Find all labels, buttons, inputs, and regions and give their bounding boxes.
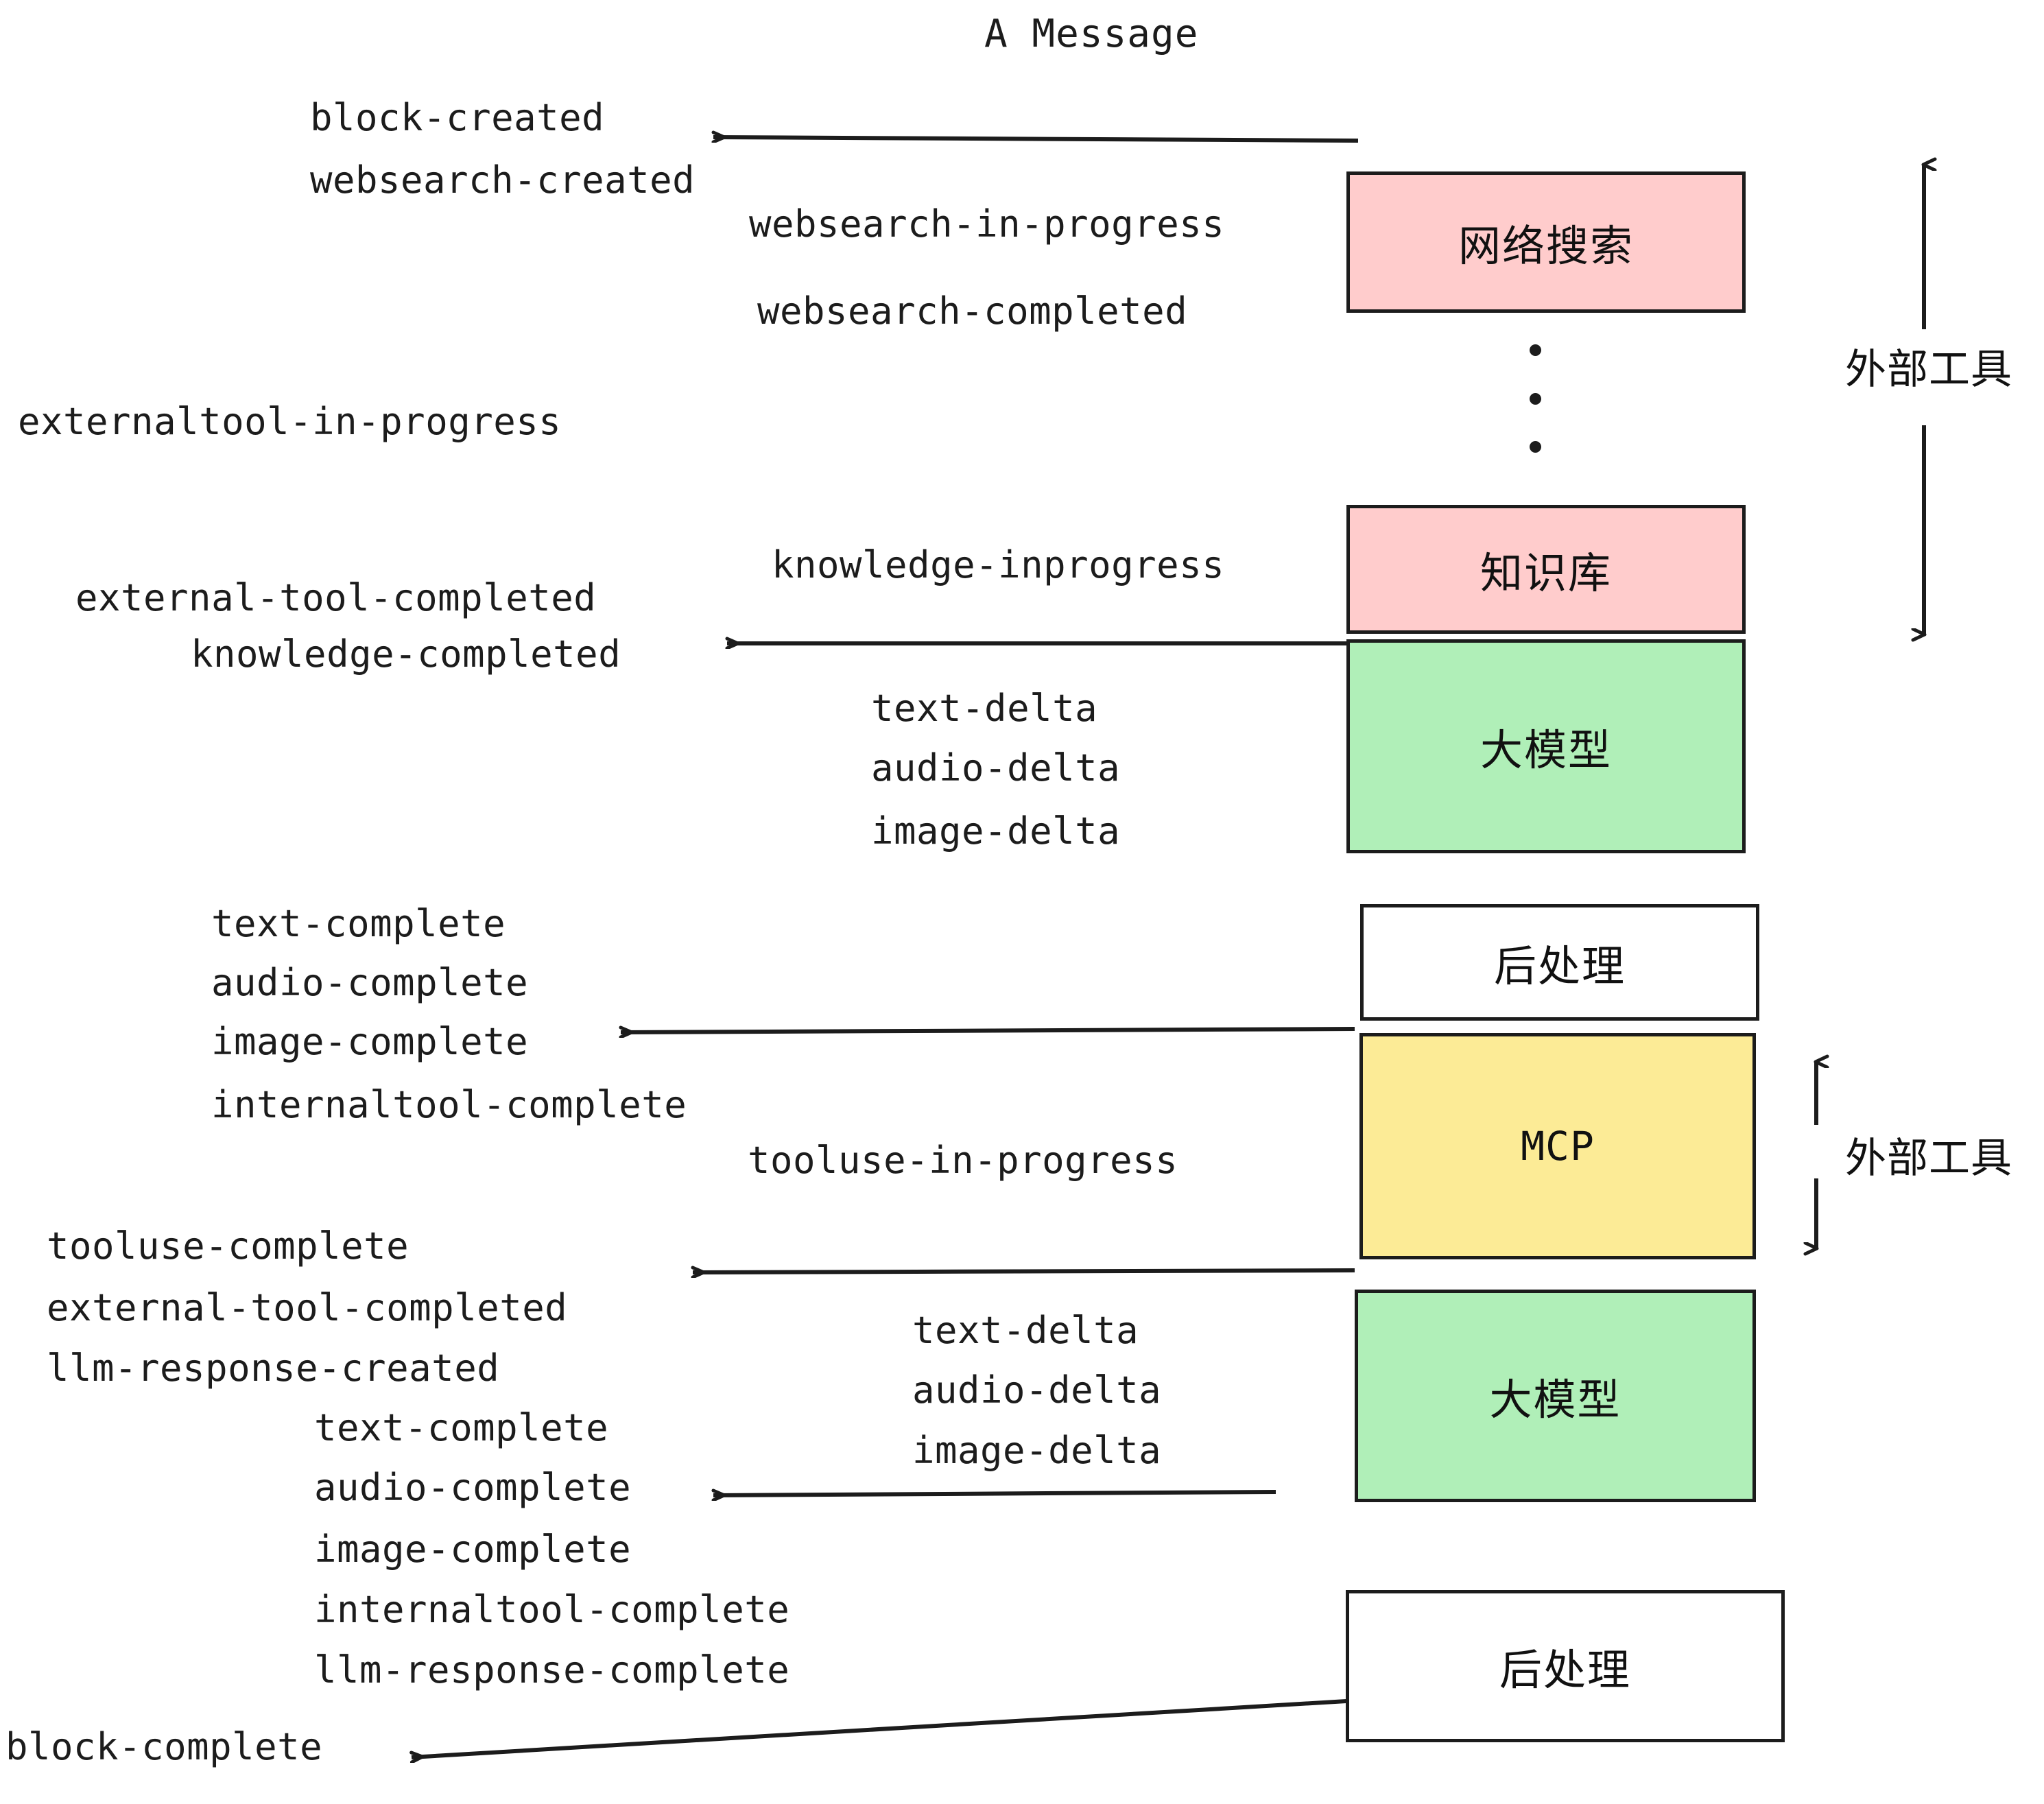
event-label-external-tool-completed-1: external-tool-completed xyxy=(75,576,597,619)
event-label-llm-response-created: llm-response-created xyxy=(47,1346,500,1390)
node-postprocess-1[interactable]: 后处理 xyxy=(1360,904,1759,1021)
event-label-image-delta-1: image-delta xyxy=(871,809,1121,853)
node-label-mcp: MCP xyxy=(1521,1123,1595,1170)
event-label-knowledge-completed: knowledge-completed xyxy=(191,632,621,676)
event-label-audio-complete-2: audio-complete xyxy=(314,1466,632,1509)
event-label-text-delta-2: text-delta xyxy=(912,1309,1139,1352)
event-label-text-complete-2: text-complete xyxy=(314,1406,609,1449)
event-label-text-complete-1: text-complete xyxy=(211,902,506,945)
event-label-external-tool-completed-2: external-tool-completed xyxy=(47,1286,568,1329)
node-label-postprocess-2: 后处理 xyxy=(1499,1645,1631,1695)
event-label-block-complete: block-complete xyxy=(5,1725,323,1768)
event-label-llm-response-complete: llm-response-complete xyxy=(314,1648,790,1692)
node-label-web-search: 网络搜索 xyxy=(1458,221,1634,271)
event-label-externaltool-in-progress: externaltool-in-progress xyxy=(18,400,562,443)
dot-3 xyxy=(1529,441,1541,453)
page-title: A Message xyxy=(984,12,1199,56)
node-label-knowledge-base: 知识库 xyxy=(1479,548,1612,598)
arrow-audio-complete-2 xyxy=(713,1492,1276,1495)
event-label-image-delta-2: image-delta xyxy=(912,1429,1162,1472)
arrow-block-complete xyxy=(412,1699,1347,1757)
event-label-internaltool-complete-1: internaltool-complete xyxy=(211,1083,687,1126)
node-label-llm-1: 大模型 xyxy=(1479,725,1612,775)
node-label-llm-2: 大模型 xyxy=(1489,1375,1621,1425)
event-label-tooluse-complete: tooluse-complete xyxy=(47,1224,409,1268)
event-label-internaltool-complete-2: internaltool-complete xyxy=(314,1588,790,1631)
event-label-audio-delta-1: audio-delta xyxy=(871,746,1121,790)
dot-1 xyxy=(1529,344,1541,356)
arrow-image-complete-1 xyxy=(621,1029,1355,1032)
event-label-knowledge-inprogress: knowledge-inprogress xyxy=(772,543,1225,586)
event-label-audio-delta-2: audio-delta xyxy=(912,1368,1162,1412)
group-label-external-tools-1: 外部工具 xyxy=(1845,346,2012,394)
group-label-external-tools-2: 外部工具 xyxy=(1845,1135,2012,1183)
arrow-websearch-created xyxy=(713,137,1359,141)
node-knowledge-base[interactable]: 知识库 xyxy=(1346,505,1746,634)
event-label-websearch-in-progress: websearch-in-progress xyxy=(749,202,1225,246)
event-label-websearch-created: websearch-created xyxy=(310,158,696,202)
node-label-postprocess-1: 后处理 xyxy=(1493,941,1626,991)
ellipsis-dots xyxy=(1528,344,1542,453)
node-web-search[interactable]: 网络搜索 xyxy=(1346,171,1746,313)
node-llm-1[interactable]: 大模型 xyxy=(1346,639,1746,853)
arrow-tooluse-complete xyxy=(693,1270,1355,1272)
dot-2 xyxy=(1529,392,1541,405)
event-label-websearch-completed: websearch-completed xyxy=(757,289,1188,333)
event-label-audio-complete-1: audio-complete xyxy=(211,961,529,1004)
event-label-image-complete-1: image-complete xyxy=(211,1020,529,1063)
node-postprocess-2[interactable]: 后处理 xyxy=(1346,1590,1785,1742)
event-label-image-complete-2: image-complete xyxy=(314,1528,632,1571)
event-label-tooluse-in-progress: tooluse-in-progress xyxy=(748,1139,1178,1182)
event-label-text-delta-1: text-delta xyxy=(871,687,1098,730)
node-llm-2[interactable]: 大模型 xyxy=(1355,1290,1756,1502)
event-label-block-created: block-created xyxy=(310,96,605,139)
node-mcp[interactable]: MCP xyxy=(1359,1033,1756,1259)
